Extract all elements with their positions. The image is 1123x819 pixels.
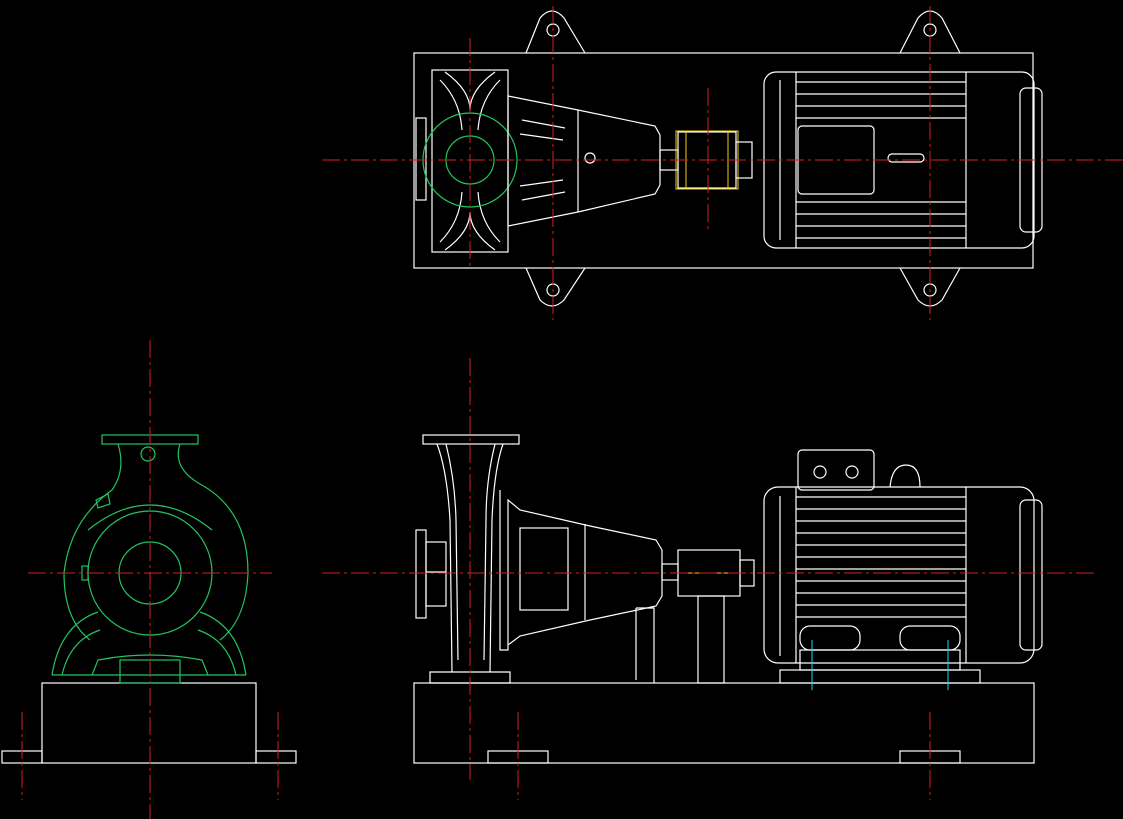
top-view [322,6,1123,320]
front-discharge-nozzle [422,434,520,684]
front-motor [763,449,1043,684]
top-motor-fins [796,81,966,239]
front-suction-flange [415,529,447,619]
side-anchor-right [255,750,297,764]
top-lug-left-upper [525,10,586,54]
front-shaft [661,563,679,581]
front-coupling [677,549,755,684]
top-lug-left-lower [525,267,586,307]
front-motor-fins [796,496,966,618]
side-base [41,682,257,764]
side-view [1,340,297,819]
front-view [322,358,1095,800]
top-bearing-housing [507,95,661,227]
front-bearing-housing [499,490,663,683]
